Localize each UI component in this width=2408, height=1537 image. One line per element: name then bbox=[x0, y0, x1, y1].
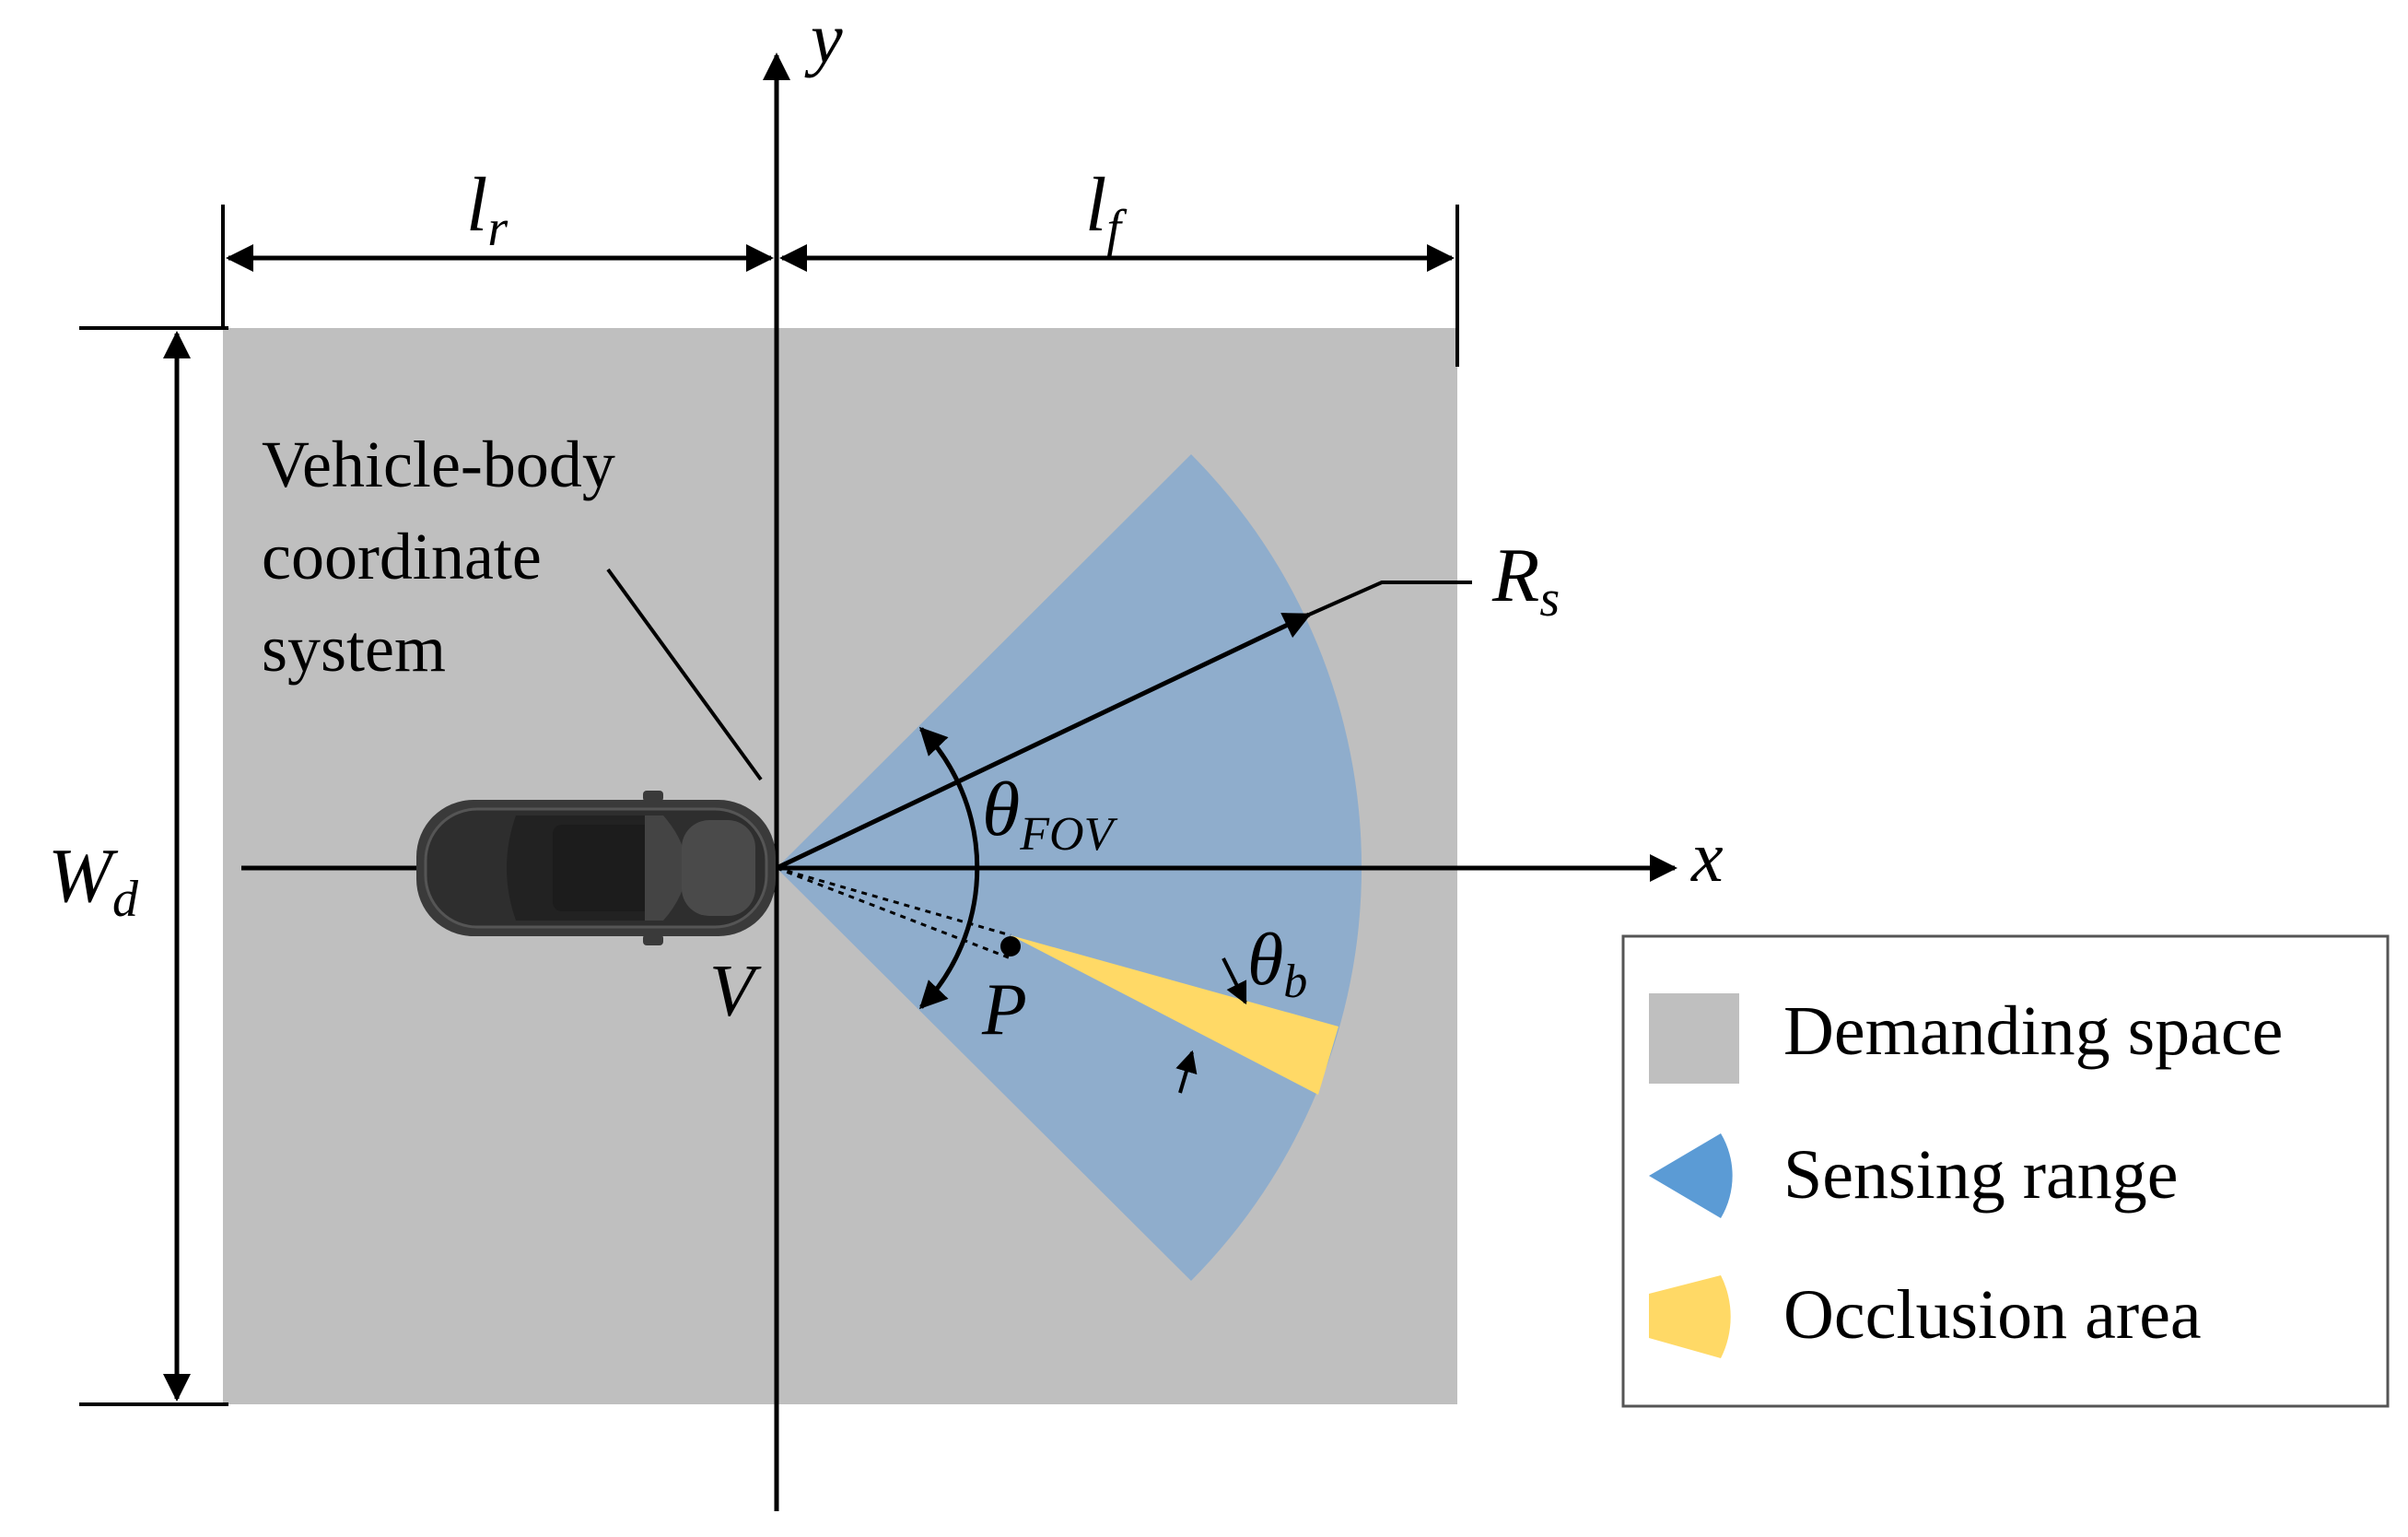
legend-box bbox=[1621, 934, 2390, 1408]
occlusion-ray-lower bbox=[776, 866, 1011, 960]
origin-v-label: V bbox=[709, 951, 762, 1032]
theta-b-label: θb bbox=[1247, 920, 1307, 1008]
legend-swatch-sensing bbox=[1649, 1133, 1733, 1218]
legend-swatch-occlusion bbox=[1649, 1275, 1731, 1358]
vehicle-note-line-3: system bbox=[262, 612, 446, 686]
legend-swatch-demanding bbox=[1649, 993, 1739, 1084]
radius-leader-line bbox=[1308, 581, 1472, 616]
car-top-view-icon bbox=[416, 791, 776, 945]
vehicle-note-line-1: Vehicle-body bbox=[262, 428, 615, 501]
point-marker-icon bbox=[1000, 936, 1021, 956]
y-axis-label: y bbox=[804, 0, 843, 78]
fov-angle-arc bbox=[918, 726, 980, 1010]
w-d-label: Wd bbox=[48, 833, 139, 928]
sensing-radius-ray bbox=[775, 612, 1312, 871]
theta-b-arrow-top bbox=[1222, 957, 1247, 1005]
point-p-label: P bbox=[981, 969, 1027, 1050]
r-s-label: Rs bbox=[1491, 533, 1560, 628]
legend-label-demanding: Demanding space bbox=[1783, 992, 2283, 1070]
x-axis-label: x bbox=[1690, 816, 1724, 897]
legend: Demanding space Sensing range Occlusion … bbox=[1621, 934, 2390, 1408]
theta-fov-label: θFOV bbox=[982, 767, 1118, 861]
theta-b-arrow-bottom bbox=[1175, 1050, 1198, 1094]
vehicle-note-line-2: coordinate bbox=[262, 520, 542, 593]
l-r-label: lr bbox=[466, 162, 508, 257]
l-f-label: lf bbox=[1085, 162, 1128, 257]
legend-label-occlusion: Occlusion area bbox=[1783, 1276, 2202, 1354]
vehicle-note-leader bbox=[606, 568, 763, 781]
occlusion-area-wedge bbox=[1011, 935, 1338, 1095]
legend-label-sensing: Sensing range bbox=[1783, 1136, 2178, 1214]
